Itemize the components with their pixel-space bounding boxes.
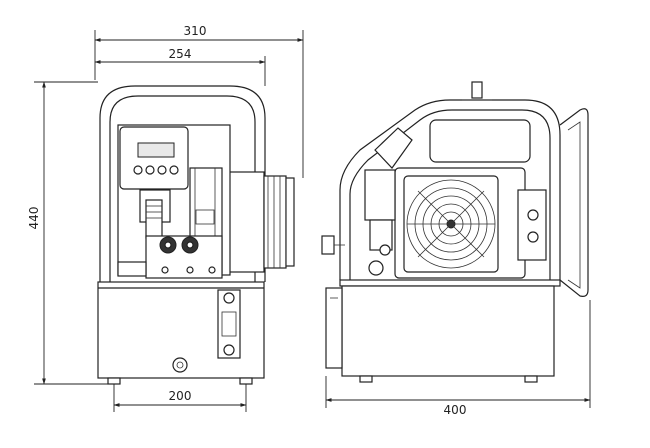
dim-310-label: 310 bbox=[184, 24, 207, 38]
dim-400-label: 400 bbox=[444, 403, 467, 417]
side-view bbox=[321, 81, 589, 383]
dim-440-label: 440 bbox=[27, 207, 41, 230]
front-view bbox=[97, 85, 295, 385]
dim-200-label: 200 bbox=[169, 389, 192, 403]
dim-254-label: 254 bbox=[169, 47, 192, 61]
dimension-lines bbox=[34, 30, 591, 412]
